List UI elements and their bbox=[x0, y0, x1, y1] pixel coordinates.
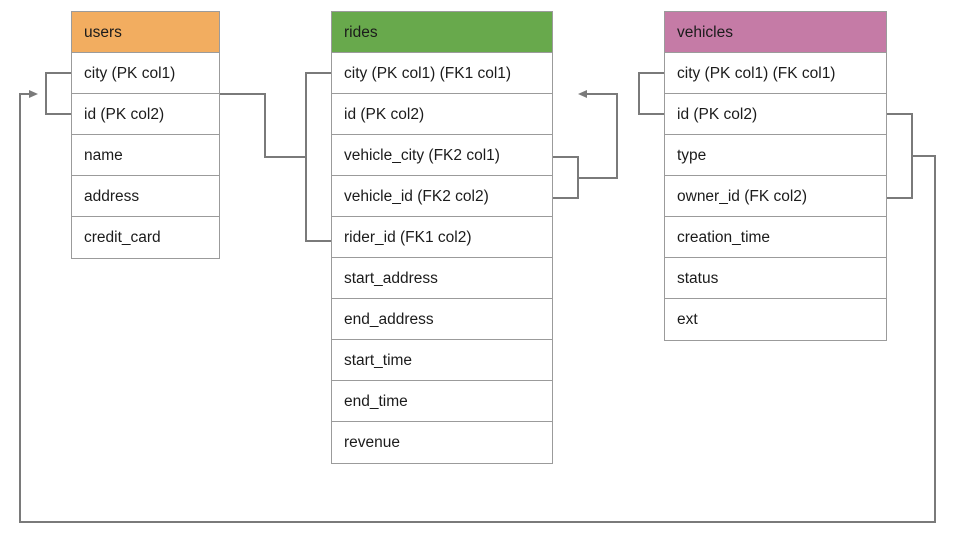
column-row-users-name[interactable]: name bbox=[72, 135, 219, 176]
column-row-users-id[interactable]: id (PK col2) bbox=[72, 94, 219, 135]
column-row-rides-vehicle-city[interactable]: vehicle_city (FK2 col1) bbox=[332, 135, 552, 176]
table-header-users: users bbox=[72, 12, 219, 53]
relationship-rides-vehicle-to-vehicles bbox=[578, 90, 618, 179]
table-header-rides: rides bbox=[332, 12, 552, 53]
column-row-vehicles-creation-time[interactable]: creation_time bbox=[665, 217, 886, 258]
column-row-vehicles-ext[interactable]: ext bbox=[665, 299, 886, 340]
rides-fk2-bracket bbox=[553, 156, 579, 199]
users-pk-bracket bbox=[45, 72, 71, 115]
column-row-rides-rider-id[interactable]: rider_id (FK1 col2) bbox=[332, 217, 552, 258]
column-row-vehicles-status[interactable]: status bbox=[665, 258, 886, 299]
rides-fk1-bracket bbox=[305, 72, 331, 242]
entity-table-users[interactable]: users city (PK col1) id (PK col2) name a… bbox=[71, 11, 220, 259]
table-header-vehicles: vehicles bbox=[665, 12, 886, 53]
column-row-rides-id[interactable]: id (PK col2) bbox=[332, 94, 552, 135]
column-row-rides-start-time[interactable]: start_time bbox=[332, 340, 552, 381]
column-row-rides-start-address[interactable]: start_address bbox=[332, 258, 552, 299]
column-row-rides-revenue[interactable]: revenue bbox=[332, 422, 552, 463]
column-row-vehicles-owner-id[interactable]: owner_id (FK col2) bbox=[665, 176, 886, 217]
column-row-rides-vehicle-id[interactable]: vehicle_id (FK2 col2) bbox=[332, 176, 552, 217]
column-row-users-address[interactable]: address bbox=[72, 176, 219, 217]
vehicles-pk-bracket bbox=[638, 72, 664, 115]
column-row-vehicles-city[interactable]: city (PK col1) (FK col1) bbox=[665, 53, 886, 94]
column-row-users-city[interactable]: city (PK col1) bbox=[72, 53, 219, 94]
column-row-vehicles-id[interactable]: id (PK col2) bbox=[665, 94, 886, 135]
entity-table-rides[interactable]: rides city (PK col1) (FK1 col1) id (PK c… bbox=[331, 11, 553, 464]
column-row-rides-city[interactable]: city (PK col1) (FK1 col1) bbox=[332, 53, 552, 94]
entity-table-vehicles[interactable]: vehicles city (PK col1) (FK col1) id (PK… bbox=[664, 11, 887, 341]
column-row-rides-end-time[interactable]: end_time bbox=[332, 381, 552, 422]
column-row-rides-end-address[interactable]: end_address bbox=[332, 299, 552, 340]
column-row-vehicles-type[interactable]: type bbox=[665, 135, 886, 176]
vehicles-fk-bracket bbox=[887, 113, 913, 199]
column-row-users-credit-card[interactable]: credit_card bbox=[72, 217, 219, 258]
